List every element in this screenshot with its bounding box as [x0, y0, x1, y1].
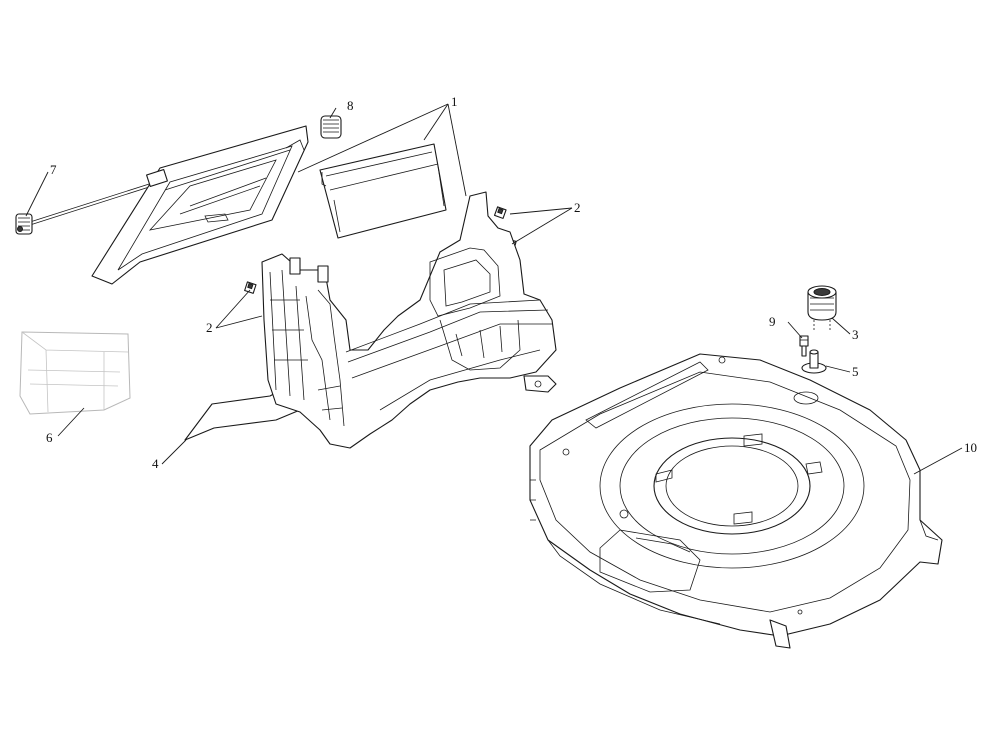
leader-lines	[25, 103, 963, 475]
part-8-spring	[320, 115, 342, 139]
part-8-label: 8	[347, 98, 354, 113]
part-9-screw	[799, 335, 809, 357]
part-10-label: 10	[964, 440, 977, 455]
part-4-label: 4	[152, 456, 159, 471]
rear-flap	[91, 125, 309, 285]
part-2a-label: 2	[574, 200, 581, 215]
part-3-knob	[807, 285, 837, 332]
part-9-label: 9	[769, 314, 776, 329]
part-1-flap-panel	[319, 143, 447, 239]
part-1-label: 1	[451, 94, 458, 109]
part-10-mower-deck	[529, 353, 943, 649]
part-2b-label: 2	[206, 320, 213, 335]
callout-labels: 1 2 2 3 4 5 6 7 8 9 10	[46, 94, 977, 471]
part-6-label: 6	[46, 430, 53, 445]
part-6-grass-bag	[19, 331, 131, 415]
part-5-adjuster	[801, 349, 827, 374]
part-7-label: 7	[50, 162, 57, 177]
part-4-rear-chassis	[184, 191, 557, 449]
part-5-label: 5	[852, 364, 859, 379]
part-7-spring-rod	[15, 177, 169, 235]
part-3-label: 3	[852, 327, 859, 342]
